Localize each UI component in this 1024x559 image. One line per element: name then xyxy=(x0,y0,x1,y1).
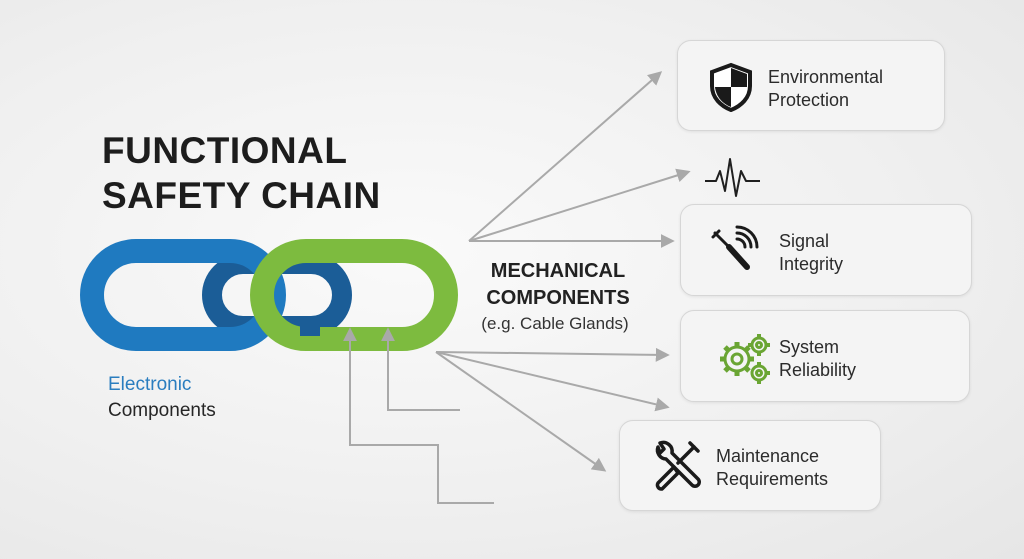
chain-links xyxy=(80,239,458,351)
card-maintenance-requirements: Maintenance Requirements xyxy=(619,420,881,511)
card-reliability-line-2: Reliability xyxy=(779,360,857,380)
arrow-to-reliability-lower xyxy=(435,351,670,412)
title-line-2: SAFETY CHAIN xyxy=(102,175,381,216)
card-maintenance-line-2: Requirements xyxy=(716,469,829,489)
blue-link xyxy=(80,239,286,351)
electronic-line-1: Electronic xyxy=(108,374,192,395)
card-signal-label: Signal Integrity xyxy=(779,230,843,276)
arrow-to-reliability xyxy=(435,347,670,362)
mechanical-example: (e.g. Cable Glands) xyxy=(481,314,629,333)
card-maintenance-line-1: Maintenance xyxy=(716,446,820,466)
card-environmental-protection: Environmental Protection xyxy=(677,40,945,131)
upper-arrows xyxy=(468,71,691,248)
card-reliability-line-1: System xyxy=(779,337,840,357)
feedback-arrows xyxy=(343,327,494,504)
feedback-arrow-outer xyxy=(343,327,494,504)
mechanical-components-label: MECHANICAL COMPONENTS (e.g. Cable Glands… xyxy=(472,258,644,336)
gears-icon xyxy=(720,334,770,384)
arrow-to-maintenance xyxy=(435,351,607,472)
card-reliability-label: System Reliability xyxy=(779,336,856,382)
feedback-arrow-inner xyxy=(381,327,460,411)
mechanical-line-2: COMPONENTS xyxy=(486,287,630,309)
electronic-line-2: Components xyxy=(108,400,216,421)
arrow-to-signal-wave xyxy=(468,168,691,242)
card-environmental-line-2: Protection xyxy=(768,90,850,110)
shield-icon xyxy=(710,62,752,112)
screwdriver-signal-icon xyxy=(711,225,759,270)
mechanical-line-1: MECHANICAL xyxy=(490,260,626,282)
card-environmental-line-1: Environmental xyxy=(768,67,884,87)
page-title: FUNCTIONAL SAFETY CHAIN xyxy=(102,128,381,218)
lower-arrows xyxy=(435,347,670,472)
green-link xyxy=(250,239,458,351)
card-signal-line-1: Signal xyxy=(779,231,830,251)
card-signal-integrity: Signal Integrity xyxy=(680,204,972,296)
card-system-reliability: System Reliability xyxy=(680,310,970,402)
arrow-to-environmental xyxy=(468,71,663,242)
title-line-1: FUNCTIONAL xyxy=(102,130,348,171)
card-signal-line-2: Integrity xyxy=(779,254,844,274)
wrench-screwdriver-icon xyxy=(655,440,701,491)
signal-wave-icon xyxy=(705,158,760,197)
card-maintenance-label: Maintenance Requirements xyxy=(716,445,828,491)
electronic-components-label: Electronic Components xyxy=(108,372,216,424)
card-environmental-label: Environmental Protection xyxy=(768,66,883,112)
